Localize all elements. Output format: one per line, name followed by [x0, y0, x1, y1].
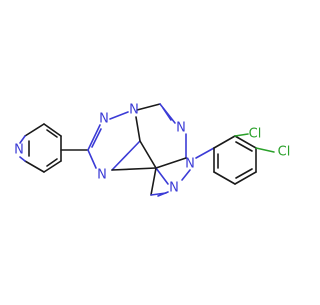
- bond-pyr-d1: [46, 129, 58, 138]
- atom-label-n-triazole-c: N: [97, 168, 107, 183]
- bond-cl-para: [255, 147, 275, 153]
- molecule-svg: N N N N N N N Cl Cl: [14, 103, 290, 197]
- bond-pyr-n1: [19, 135, 26, 144]
- bond-ph-2: [234, 135, 257, 149]
- bond-pz-2: [181, 169, 191, 181]
- bond-pym-1: [136, 103, 161, 111]
- bond-tri-2: [109, 111, 129, 120]
- bond-ph-4: [234, 171, 257, 185]
- bond-tri-4: [111, 140, 141, 171]
- bond-pyr-5: [24, 160, 45, 173]
- atom-label-cl-meta: Cl: [249, 127, 262, 142]
- bond-pz-3: [150, 167, 157, 196]
- bond-ph-d2: [235, 168, 253, 179]
- bond-tri-1: [87, 124, 101, 151]
- bond-pym-5: [139, 140, 157, 169]
- bond-n-ph: [195, 147, 215, 159]
- atom-labels-layer: N N N N N N N Cl Cl: [14, 103, 290, 196]
- bond-tri-3: [135, 116, 141, 142]
- structure-diagram: N N N N N N N Cl Cl: [14, 103, 290, 197]
- bond-pyr-2: [43, 123, 62, 137]
- atom-label-n-pyrazole-b: N: [169, 181, 179, 196]
- atom-label-n-pyrazole-a: N: [185, 157, 195, 172]
- atom-label-n-triazole-b: N: [129, 103, 139, 118]
- bond-cl-meta: [234, 133, 249, 137]
- atom-label-n-pyrimidine: N: [176, 121, 186, 136]
- atom-label-cl-para: Cl: [278, 145, 291, 160]
- bond-ph-5: [213, 171, 236, 185]
- bond-pyr-n2: [19, 156, 26, 162]
- bond-pz-1: [155, 167, 169, 185]
- bond-pym-4: [155, 157, 187, 169]
- bond-tri-5: [87, 149, 97, 169]
- bond-pym-d1: [162, 107, 172, 121]
- atom-label-n-pyridine: N: [14, 143, 24, 158]
- bond-pyr-4: [43, 160, 62, 173]
- bond-ph-d1: [235, 141, 253, 152]
- bond-pyr-d2: [46, 158, 58, 167]
- bond-ph-1: [213, 135, 236, 149]
- bond-pz-d1: [157, 191, 169, 197]
- atom-label-n-triazole-a: N: [99, 112, 109, 127]
- bond-pym-6: [111, 167, 157, 171]
- bond-tri-d1: [91, 128, 102, 148]
- bonds-layer: [19, 103, 275, 197]
- bond-pyr-1: [24, 123, 45, 137]
